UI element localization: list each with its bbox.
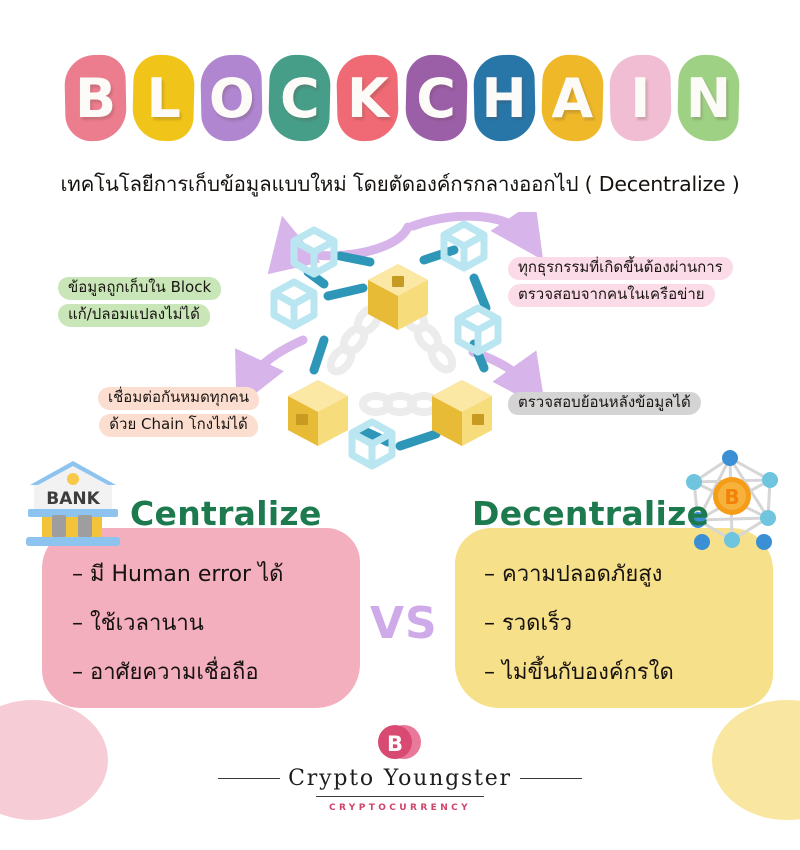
centralize-bullet-list: – มี Human error ได้ – ใช้เวลานาน – อาศัยค… [72, 556, 283, 703]
node-connectors [303, 245, 491, 451]
brand-name: Crypto Youngster [288, 766, 512, 791]
heading-decentralize: Decentralize [472, 494, 710, 533]
decentralize-bullet-list: – ความปลอดภัยสูง – รวดเร็ว – ไม่ขึ้นกับองค… [484, 556, 674, 703]
title-letter-glyph: C [280, 66, 320, 130]
title-letter-glyph: B [74, 66, 117, 130]
bullet-item: – ความปลอดภัยสูง [484, 562, 663, 587]
page-subtitle: เทคโนโลยีการเก็บข้อมูลแบบใหม่ โดยตัดองค์… [60, 172, 740, 196]
peer-node-cubes [270, 220, 502, 470]
bitcoin-symbol: B [724, 485, 739, 509]
title-letter-glyph: I [630, 66, 651, 130]
title-letter-tile: K [334, 52, 401, 144]
block-cube-left [288, 380, 348, 446]
title-letter-glyph: K [347, 66, 389, 130]
callout-line: ตรวจสอบจากคนในเครือข่าย [508, 283, 715, 307]
title-letter-glyph: L [146, 66, 181, 130]
centralize-blob [42, 528, 360, 708]
bullet-item: – ใช้เวลานาน [72, 611, 204, 636]
title-letter-tile: I [607, 52, 674, 144]
brand-underline [316, 796, 484, 797]
title-letter-glyph: C [416, 66, 456, 130]
callout-line: ข้อมูลถูกเก็บใน Block [58, 277, 222, 300]
bank-icon-label: BANK [46, 489, 100, 509]
callout-data-stored-in-block: ข้อมูลถูกเก็บใน Block แก้/ปลอมแปลงไม่ได้ [58, 277, 222, 331]
title-letter-tile: C [266, 52, 333, 144]
title-letter-tile: O [198, 52, 265, 144]
block-cube-right [432, 380, 492, 446]
footer-bitcoin-symbol: B [387, 732, 403, 756]
title-letter-tile: N [675, 52, 742, 144]
callout-auditable-history: ตรวจสอบย้อนหลังข้อมูลได้ [508, 392, 701, 419]
bullet-item: – อาศัยความเชื่อถือ [72, 660, 259, 685]
callout-line: เชื่อมต่อกันหมดทุกคน [98, 387, 260, 410]
block-cube-top [368, 264, 428, 330]
vs-label: VS [370, 598, 438, 649]
title-letter-tile: C [403, 52, 470, 144]
heading-centralize: Centralize [130, 494, 322, 533]
network-nodes-bitcoin-icon: B [686, 450, 778, 550]
bitcoin-logo-icon: B [378, 725, 421, 759]
callout-line: ด้วย Chain โกงไม่ได้ [99, 413, 258, 437]
title-letter-glyph: N [685, 66, 732, 130]
brand-name-row: Crypto Youngster [218, 766, 582, 791]
brand-tagline: CRYPTOCURRENCY [328, 803, 472, 813]
callout-connected-by-chain: เชื่อมต่อกันหมดทุกคน ด้วย Chain โกงไม่ได… [98, 387, 260, 441]
bullet-item: – ไม่ขึ้นกับองค์กรใด [484, 660, 674, 685]
title-letter-glyph: O [208, 66, 255, 130]
decentralize-blob [455, 528, 773, 708]
title-letter-glyph: A [551, 66, 594, 130]
callout-line: ตรวจสอบย้อนหลังข้อมูลได้ [508, 392, 701, 415]
footer-brand-logo: B Crypto Youngster CRYPTOCURRENCY [0, 722, 800, 813]
callout-line: ทุกธุรกรรมที่เกิดขึ้นต้องผ่านการ [508, 257, 733, 280]
rule-left [218, 778, 281, 779]
title-letter-tile: B [62, 52, 129, 144]
bank-icon: BANK [26, 461, 120, 546]
rule-right [519, 778, 582, 779]
callout-line: แก้/ปลอมแปลงไม่ได้ [58, 303, 210, 327]
block-cubes [288, 264, 492, 446]
callout-transactions-verified: ทุกธุรกรรมที่เกิดขึ้นต้องผ่านการ ตรวจสอบ… [508, 257, 733, 311]
diagram-svg [235, 200, 546, 470]
bullet-item: – รวดเร็ว [484, 611, 573, 636]
title-letter-tile: H [471, 52, 538, 144]
title-letter-glyph: H [481, 66, 527, 130]
blockchain-network-diagram [228, 200, 568, 474]
bullet-item: – มี Human error ได้ [72, 562, 284, 587]
title-letter-tile: L [130, 52, 197, 144]
title-letter-tile: A [539, 52, 606, 144]
